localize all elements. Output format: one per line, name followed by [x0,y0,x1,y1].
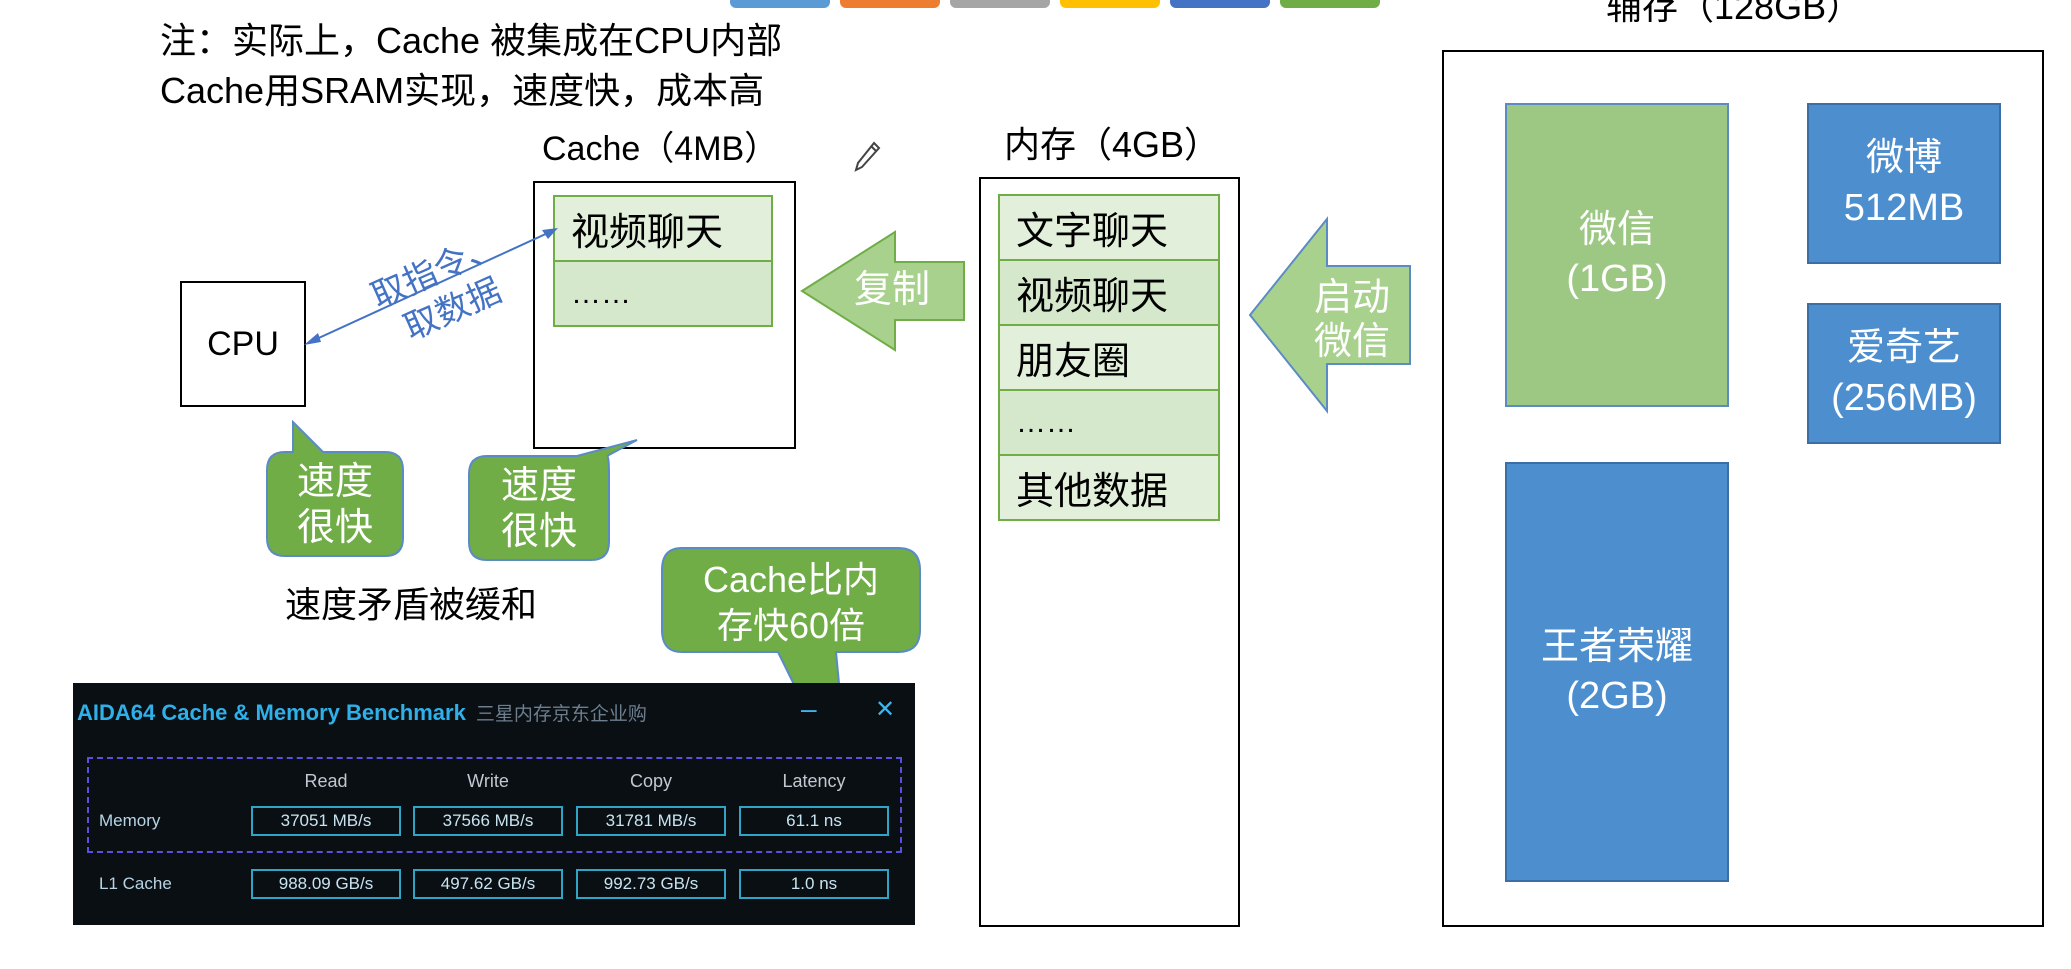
benchmark-title: AIDA64 Cache & Memory Benchmark 三星内存京东企业购 [77,699,647,726]
cache-item: 视频聊天 [553,195,773,262]
color-strip-blue [730,0,830,8]
copy-arrow: 复制 [800,230,965,352]
memory-title: 内存（4GB） [1004,124,1221,165]
minimize-button[interactable]: – [801,693,817,724]
cpu-speed-label-1: 速度 [297,461,373,503]
speed-conflict-text: 速度矛盾被缓和 [285,584,538,625]
benchmark-value: 497.62 GB/s [413,869,563,899]
cache-item: …… [553,260,773,327]
ratio-callout: Cache比内 存快60倍 [661,547,921,799]
storage-title: 辅存（128GB） [1606,0,1863,27]
benchmark-window: AIDA64 Cache & Memory Benchmark 三星内存京东企业购… [73,683,915,925]
cache-speed-label-2: 很快 [501,511,577,553]
benchmark-subtitle: 三星内存京东企业购 [475,704,647,725]
color-strip-yellow [1060,0,1160,8]
memory-item: 朋友圈 [998,324,1220,391]
storage-app-size: 512MB [1843,186,1965,229]
benchmark-row-label: L1 Cache [99,874,172,893]
ratio-label-2: 存快60倍 [717,605,865,646]
storage-app-block: 王者荣耀 (2GB) [1505,462,1729,882]
launch-arrow-label-2: 微信 [1314,321,1390,363]
cpu-speed-label-2: 很快 [297,507,373,549]
storage-app-size: (2GB) [1566,675,1668,717]
benchmark-value: 31781 MB/s [576,806,726,836]
benchmark-value: 1.0 ns [739,869,889,899]
memory-item: 其他数据 [998,454,1220,521]
cpu-label: CPU [207,324,279,363]
cpu-box: CPU [180,281,306,407]
color-strip-gray [950,0,1050,8]
benchmark-value: 992.73 GB/s [576,869,726,899]
benchmark-header: Read [304,771,348,791]
benchmark-value: 988.09 GB/s [251,869,401,899]
storage-app-name: 王者荣耀 [1540,625,1693,668]
copy-arrow-label: 复制 [854,269,930,311]
fetch-arrow: 取指令、 取数据 [304,226,558,348]
storage-app-block: 爱奇艺 (256MB) [1807,303,2001,444]
color-strip-green [1280,0,1380,8]
benchmark-header: Copy [629,771,673,791]
launch-arrow: 启动 微信 [1248,216,1411,414]
launch-arrow-label-1: 启动 [1314,277,1390,319]
benchmark-value: 61.1 ns [739,806,889,836]
note-line-1: 注：实际上，Cache 被集成在CPU内部 [160,20,783,61]
ratio-label-1: Cache比内 [703,559,879,600]
close-button[interactable]: ✕ [875,696,896,723]
pencil-icon [854,141,881,172]
benchmark-value: 37051 MB/s [251,806,401,836]
benchmark-title-text: AIDA64 Cache & Memory Benchmark [77,700,466,725]
color-strip-darkblue [1170,0,1270,8]
benchmark-value: 37566 MB/s [413,806,563,836]
benchmark-header: Latency [782,771,846,791]
benchmark-memory-panel [87,757,902,853]
color-strip-orange [840,0,940,8]
storage-app-name: 爱奇艺 [1846,327,1961,370]
storage-app-block: 微博 512MB [1807,103,2001,264]
note-line-2: Cache用SRAM实现，速度快，成本高 [160,70,765,111]
storage-app-size: (256MB) [1831,376,1977,419]
memory-item: 文字聊天 [998,194,1220,261]
benchmark-row-label: Memory [99,811,161,830]
storage-app-block: 微信 (1GB) [1505,103,1729,407]
memory-item: …… [998,389,1220,456]
storage-app-name: 微博 [1865,137,1942,180]
storage-app-size: (1GB) [1566,258,1668,300]
memory-item: 视频聊天 [998,259,1220,326]
cache-speed-label-1: 速度 [501,465,577,507]
cache-speed-callout: 速度 很快 [468,439,638,561]
cpu-speed-callout: 速度 很快 [266,420,404,557]
cache-title: Cache（4MB） [542,130,779,168]
benchmark-header: Write [467,771,509,791]
storage-app-name: 微信 [1578,208,1655,251]
